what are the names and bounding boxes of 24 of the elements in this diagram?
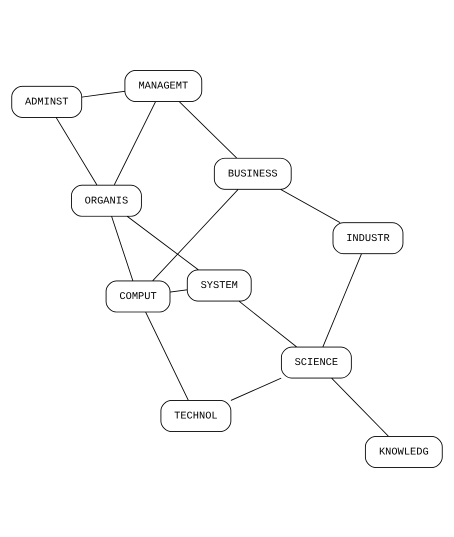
connector <box>230 377 282 400</box>
node-box: TECHNOL <box>160 400 232 432</box>
node-box: INDUSTR <box>332 222 404 254</box>
connector <box>178 100 238 158</box>
connector <box>152 188 238 281</box>
connector <box>238 300 298 347</box>
node-box: SCIENCE <box>280 346 352 378</box>
node-box: ADMINST <box>11 85 82 118</box>
connector <box>331 377 389 436</box>
connector <box>111 216 134 281</box>
node-box: ORGANIS <box>71 184 142 216</box>
node-box: MANAGEMT <box>124 70 202 102</box>
node-box: KNOWLEDG <box>364 436 443 468</box>
node-box: COMPUT <box>106 280 170 312</box>
connector <box>322 253 362 347</box>
connector <box>145 311 189 400</box>
connector <box>280 188 341 223</box>
connector <box>56 116 98 186</box>
connector <box>170 288 188 292</box>
connector <box>81 90 126 98</box>
connector <box>114 100 156 185</box>
connector <box>126 215 199 270</box>
node-box: BUSINESS <box>214 157 292 190</box>
node-box: SYSTEM <box>186 269 252 301</box>
